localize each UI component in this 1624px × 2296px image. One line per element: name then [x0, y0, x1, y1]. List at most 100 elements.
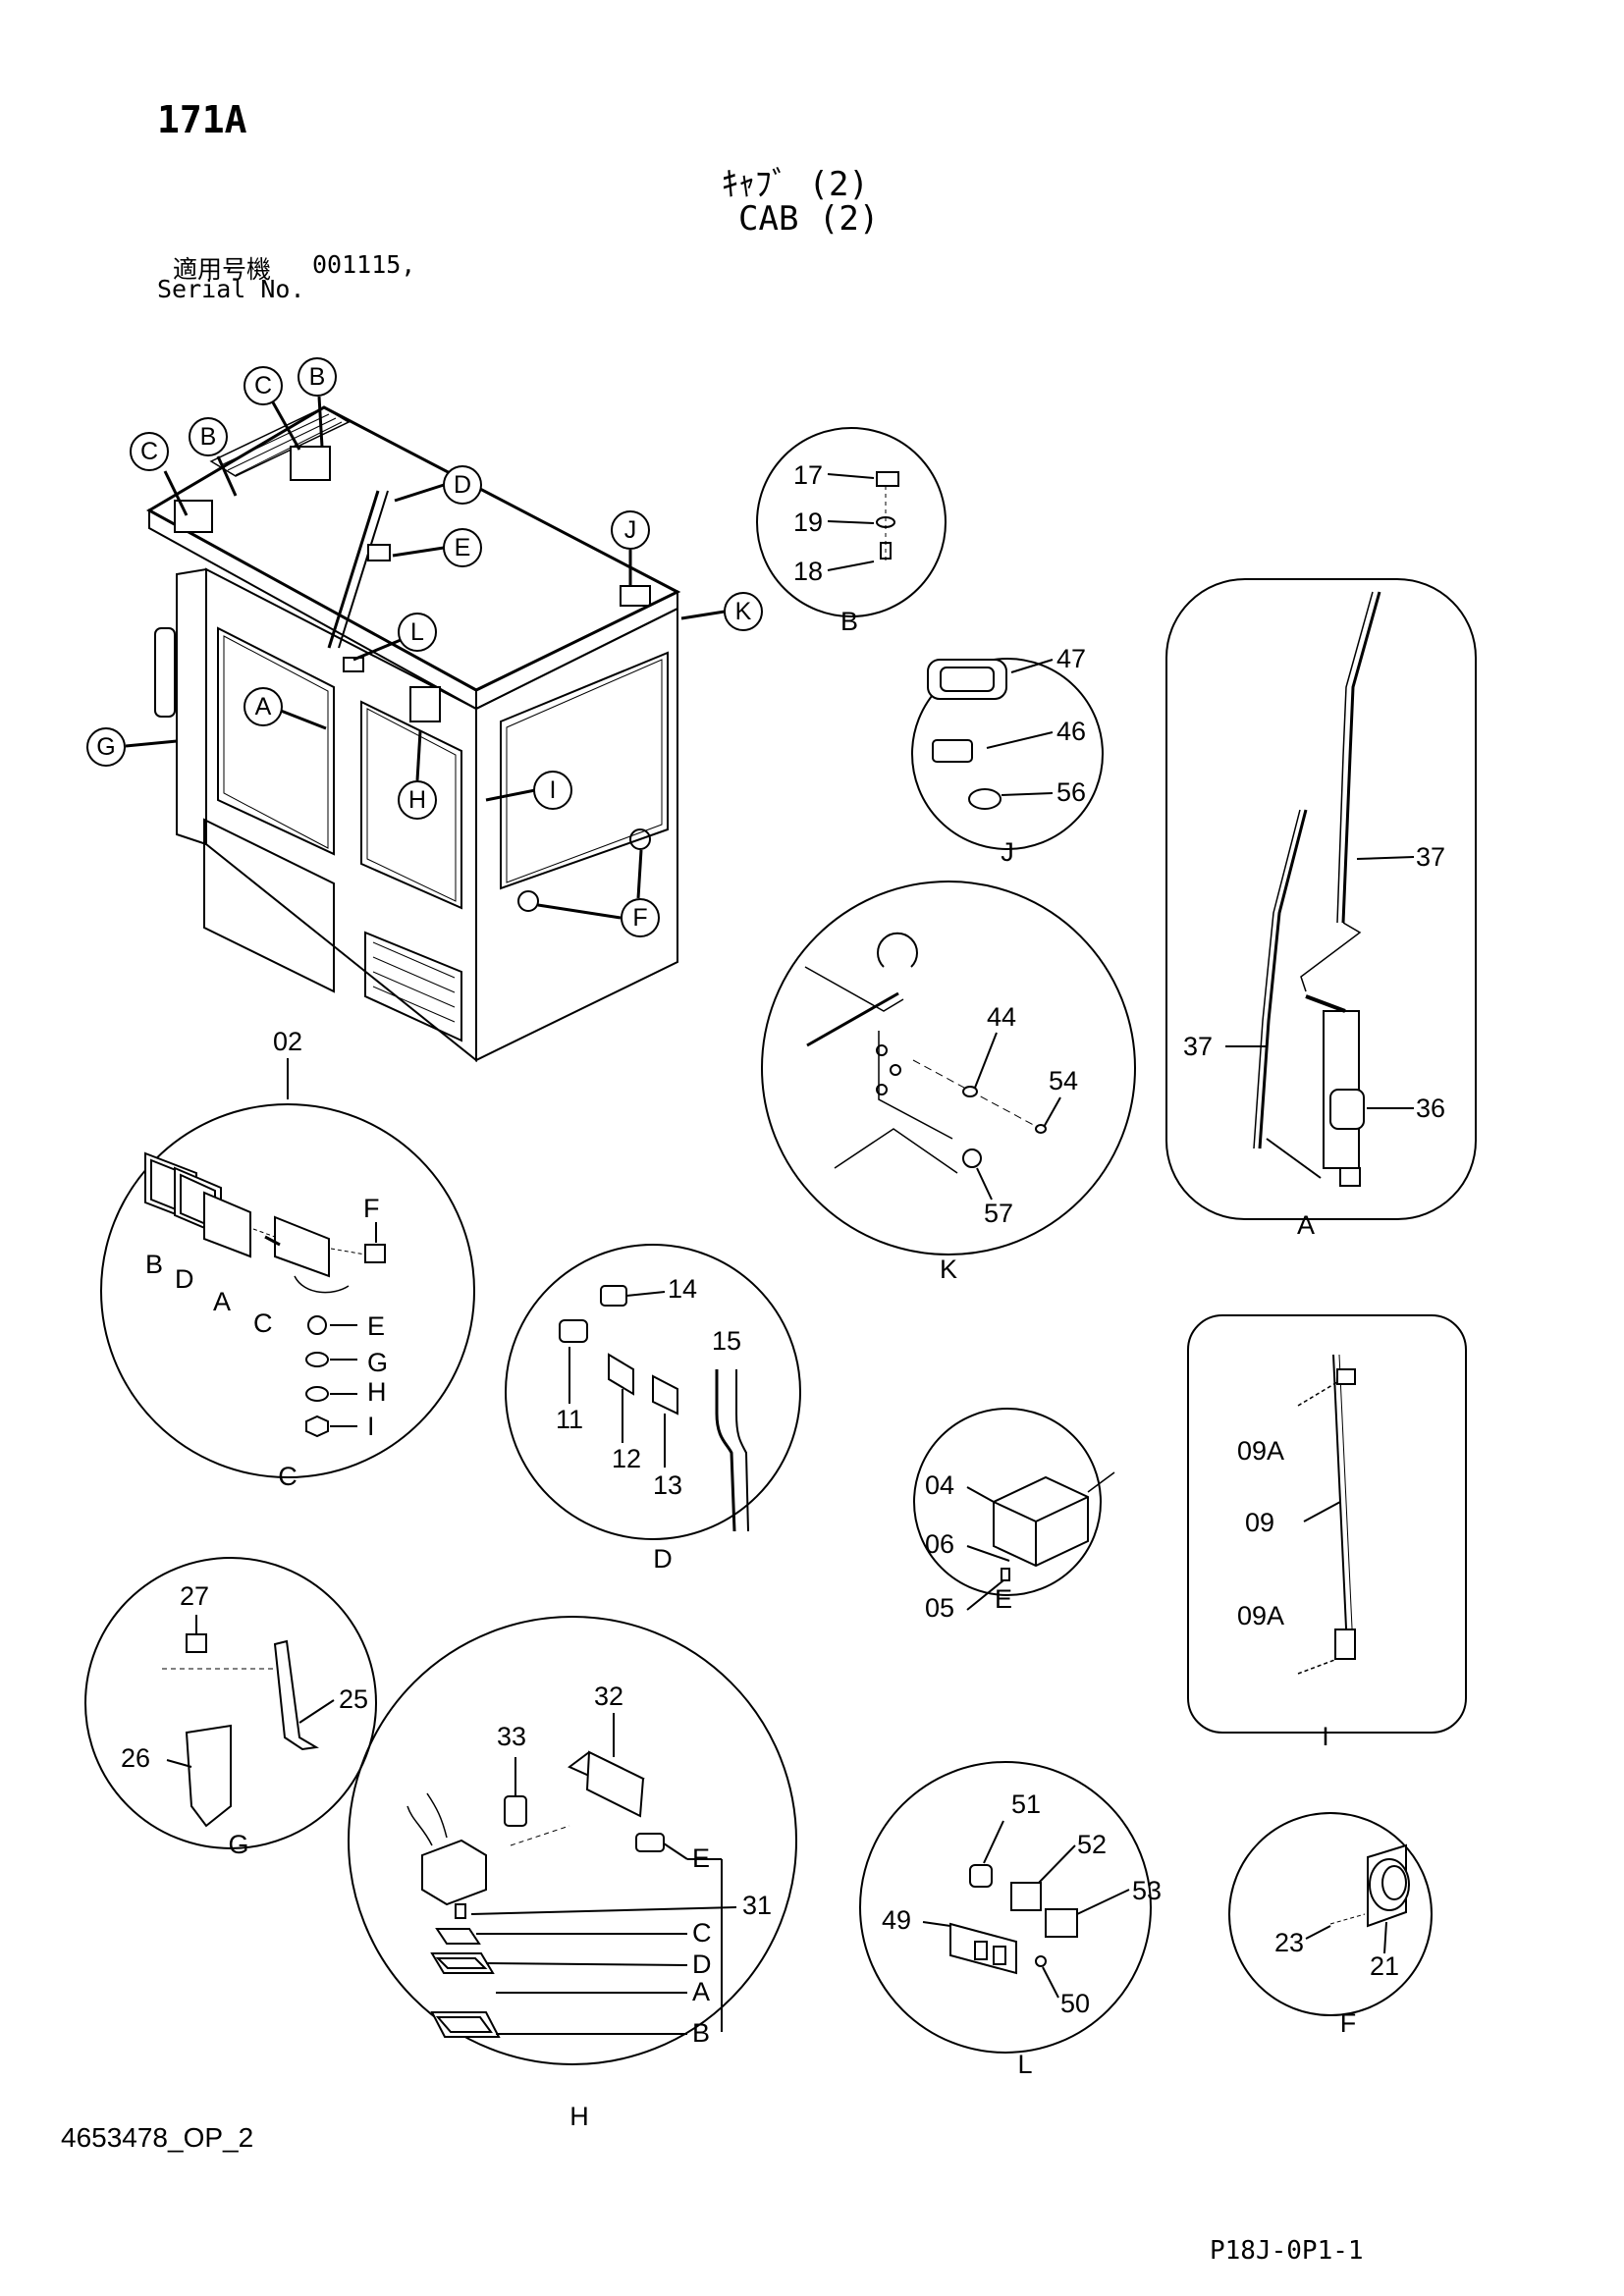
detail-l: L 51 52 53 49 50: [859, 1761, 1162, 2079]
detail-g: G 27 25 26: [84, 1557, 377, 1859]
part-number: H: [367, 1377, 387, 1407]
serial-label-en: Serial No.: [157, 275, 305, 303]
part-number: 15: [712, 1326, 741, 1356]
title-english: CAB (2): [738, 199, 880, 239]
part-number: 57: [984, 1199, 1013, 1228]
part-number: 51: [1011, 1789, 1041, 1819]
main-callout-label: E: [455, 534, 471, 561]
part-number: 19: [793, 507, 823, 537]
part-number: 50: [1060, 1989, 1090, 2018]
part-number: F: [363, 1194, 380, 1223]
part-number: 04: [925, 1470, 954, 1500]
part-number: E: [367, 1311, 385, 1341]
part-number: 26: [121, 1743, 150, 1773]
detail-label: I: [1322, 1722, 1329, 1751]
part-number: 13: [653, 1470, 682, 1500]
part-number: 31: [742, 1891, 772, 1920]
detail-label: B: [840, 607, 858, 636]
part-number: 33: [497, 1722, 526, 1751]
detail-label: H: [569, 2102, 589, 2131]
detail-label: C: [278, 1462, 298, 1491]
part-number: 09A: [1237, 1601, 1284, 1630]
part-number: 54: [1049, 1066, 1078, 1095]
part-number: 18: [793, 557, 823, 586]
main-callout-label: F: [632, 904, 647, 932]
detail-label: K: [940, 1255, 957, 1284]
detail-k: K 44 54 57: [761, 881, 1136, 1284]
part-number: 25: [339, 1684, 368, 1714]
part-number: 23: [1274, 1928, 1304, 1957]
detail-d: D 14 15 11 12 13: [505, 1244, 801, 1574]
main-callout-b-2: [298, 357, 337, 397]
main-callout-label: A: [255, 693, 272, 721]
main-callout-e: [443, 528, 482, 567]
serial-label-jp: 適用号機: [173, 255, 272, 284]
detail-label: J: [1001, 837, 1014, 867]
part-number: B: [145, 1250, 163, 1279]
part-number: A: [213, 1287, 231, 1316]
main-callout-k: [724, 592, 763, 631]
main-callouts: C B C B D E J K L A G H: [86, 357, 763, 937]
detail-header-label: 02: [273, 1027, 302, 1056]
detail-label: D: [653, 1544, 673, 1574]
main-callout-label: J: [624, 516, 637, 544]
part-number: C: [692, 1918, 712, 1948]
main-callout-h: [398, 780, 437, 820]
main-callout-d: [443, 465, 482, 505]
detail-label: L: [1017, 2050, 1032, 2079]
part-number: 46: [1056, 717, 1086, 746]
part-number: 47: [1056, 644, 1086, 673]
main-callout-label: H: [408, 786, 426, 814]
page-reference: P18J-0P1-1: [1210, 2236, 1364, 2266]
main-callout-b-1: [189, 417, 228, 456]
part-number: C: [253, 1308, 273, 1338]
part-number: 05: [925, 1593, 954, 1623]
part-number: 32: [594, 1682, 623, 1711]
part-number: 44: [987, 1002, 1016, 1032]
detail-f: F 23 21: [1228, 1812, 1433, 2038]
detail-b: B 17 19 18: [756, 427, 947, 636]
part-number: 17: [793, 460, 823, 490]
main-callout-label: C: [254, 372, 272, 400]
main-callout-g: [86, 727, 126, 767]
cab-main-view: [145, 405, 681, 1063]
part-number: D: [692, 1949, 712, 1979]
part-number: 09: [1245, 1508, 1274, 1537]
main-callout-label: K: [735, 598, 752, 625]
part-number: 14: [668, 1274, 697, 1304]
title-japanese: ｷｬﾌﾞ (2): [722, 165, 869, 204]
part-number: 11: [556, 1405, 583, 1434]
main-callout-label: C: [140, 438, 158, 465]
main-callout-label: I: [550, 776, 557, 804]
part-number: 56: [1056, 777, 1086, 807]
serial-value: 001115,: [312, 250, 416, 279]
detail-c: 02 C F B D A C E G H I: [100, 1027, 475, 1491]
main-callout-i: [533, 771, 572, 810]
document-number: 4653478_OP_2: [61, 2122, 254, 2153]
main-callout-l: [398, 613, 437, 652]
part-number: 09A: [1237, 1436, 1284, 1466]
detail-label: E: [995, 1584, 1012, 1614]
part-number: 21: [1370, 1951, 1399, 1981]
part-number: I: [367, 1412, 375, 1441]
part-number: A: [692, 1977, 710, 2006]
detail-i: I 09A 09 09A: [1187, 1314, 1467, 1751]
main-callout-c-1: [130, 432, 169, 471]
main-callout-j: [611, 510, 650, 550]
main-callout-label: L: [410, 618, 424, 646]
figure-number: 171A: [157, 98, 247, 141]
part-number: 36: [1416, 1094, 1445, 1123]
main-callout-label: G: [96, 733, 115, 761]
part-number: 37: [1416, 842, 1445, 872]
main-callout-label: B: [309, 363, 326, 391]
detail-label: A: [1297, 1210, 1315, 1240]
detail-label: F: [1340, 2008, 1357, 2038]
detail-j: J 47 46 56: [911, 644, 1104, 867]
part-number: 52: [1077, 1830, 1107, 1859]
part-number: D: [175, 1264, 194, 1294]
detail-e: E 04 06 05: [913, 1408, 1115, 1623]
main-callout-c-2: [244, 366, 283, 405]
main-callout-label: D: [454, 471, 471, 499]
